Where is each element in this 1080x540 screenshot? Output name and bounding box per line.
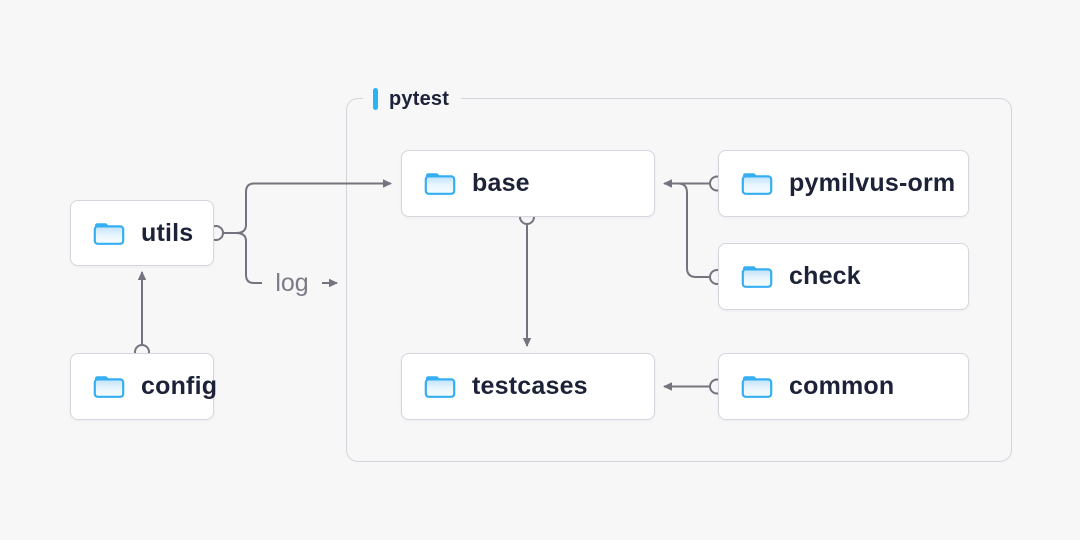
pytest-group-label: pytest xyxy=(363,85,462,113)
folder-icon xyxy=(740,170,774,197)
node-pymilvus-orm-label: pymilvus-orm xyxy=(789,169,956,197)
node-check-label: check xyxy=(789,262,861,290)
node-utils: utils xyxy=(70,200,214,266)
node-config-label: config xyxy=(141,372,218,400)
node-base: base xyxy=(401,150,655,217)
folder-icon xyxy=(92,220,126,247)
folder-icon xyxy=(423,170,457,197)
node-testcases-label: testcases xyxy=(472,372,588,400)
node-utils-label: utils xyxy=(141,218,194,247)
log-edge-label: log xyxy=(275,269,309,297)
folder-icon xyxy=(423,373,457,400)
folder-icon xyxy=(740,263,774,290)
node-config: config xyxy=(70,353,218,420)
pytest-group: pytest xyxy=(346,85,1012,462)
node-base-label: base xyxy=(472,169,530,197)
folder-icon xyxy=(92,373,126,400)
node-common-label: common xyxy=(789,372,895,400)
node-check: check xyxy=(718,243,969,310)
edge-config-utils xyxy=(134,271,150,360)
node-pymilvus-orm: pymilvus-orm xyxy=(718,150,969,217)
folder-icon xyxy=(740,373,774,400)
node-common: common xyxy=(718,353,969,420)
accent-bar-icon xyxy=(373,88,378,110)
pytest-group-label-text: pytest xyxy=(389,87,450,110)
node-testcases: testcases xyxy=(401,353,655,420)
